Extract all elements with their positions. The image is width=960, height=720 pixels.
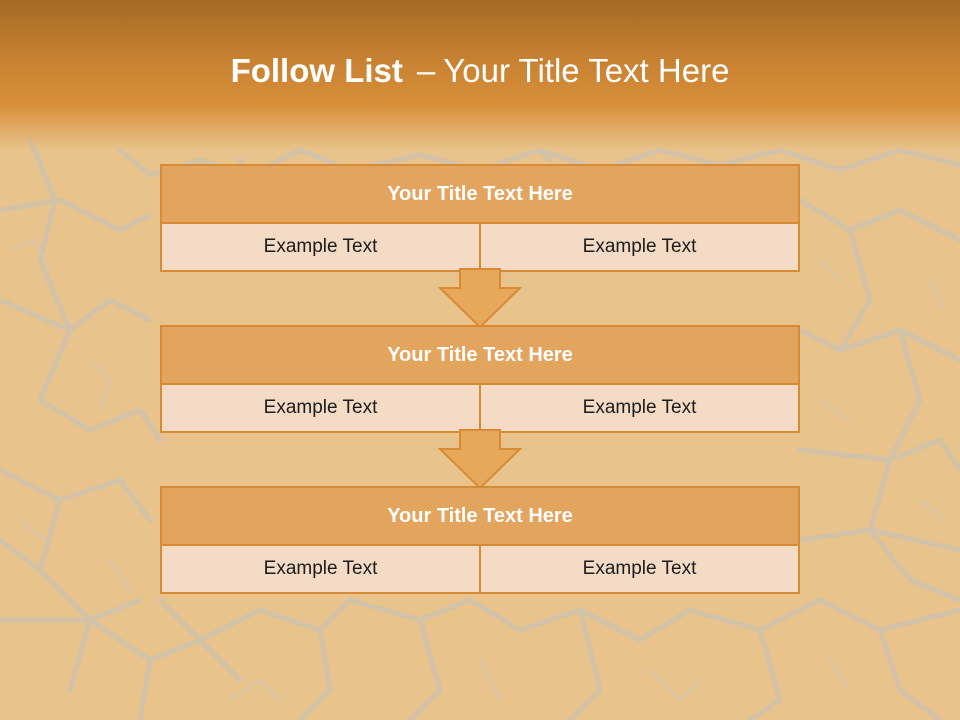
list-block-1: Your Title Text Here Example Text Exampl… — [160, 164, 800, 272]
block-cell-left: Example Text — [162, 546, 479, 592]
block-cell-right: Example Text — [479, 385, 798, 431]
block-cell-right: Example Text — [479, 224, 798, 270]
block-heading: Your Title Text Here — [162, 166, 798, 224]
block-heading: Your Title Text Here — [162, 488, 798, 546]
down-arrow-icon — [438, 429, 522, 489]
block-row: Example Text Example Text — [162, 546, 798, 592]
block-heading: Your Title Text Here — [162, 327, 798, 385]
list-block-3: Your Title Text Here Example Text Exampl… — [160, 486, 800, 594]
list-block-2: Your Title Text Here Example Text Exampl… — [160, 325, 800, 433]
slide-title-bold: Follow List — [230, 52, 403, 89]
slide-title-rest: Your Title Text Here — [443, 52, 730, 89]
block-cell-right: Example Text — [479, 546, 798, 592]
down-arrow-icon — [438, 268, 522, 328]
header-band — [0, 0, 960, 150]
block-row: Example Text Example Text — [162, 385, 798, 431]
slide-title-dash: – — [416, 52, 436, 89]
block-row: Example Text Example Text — [162, 224, 798, 270]
slide-title: Follow List–Your Title Text Here — [0, 52, 960, 90]
block-cell-left: Example Text — [162, 385, 479, 431]
block-cell-left: Example Text — [162, 224, 479, 270]
